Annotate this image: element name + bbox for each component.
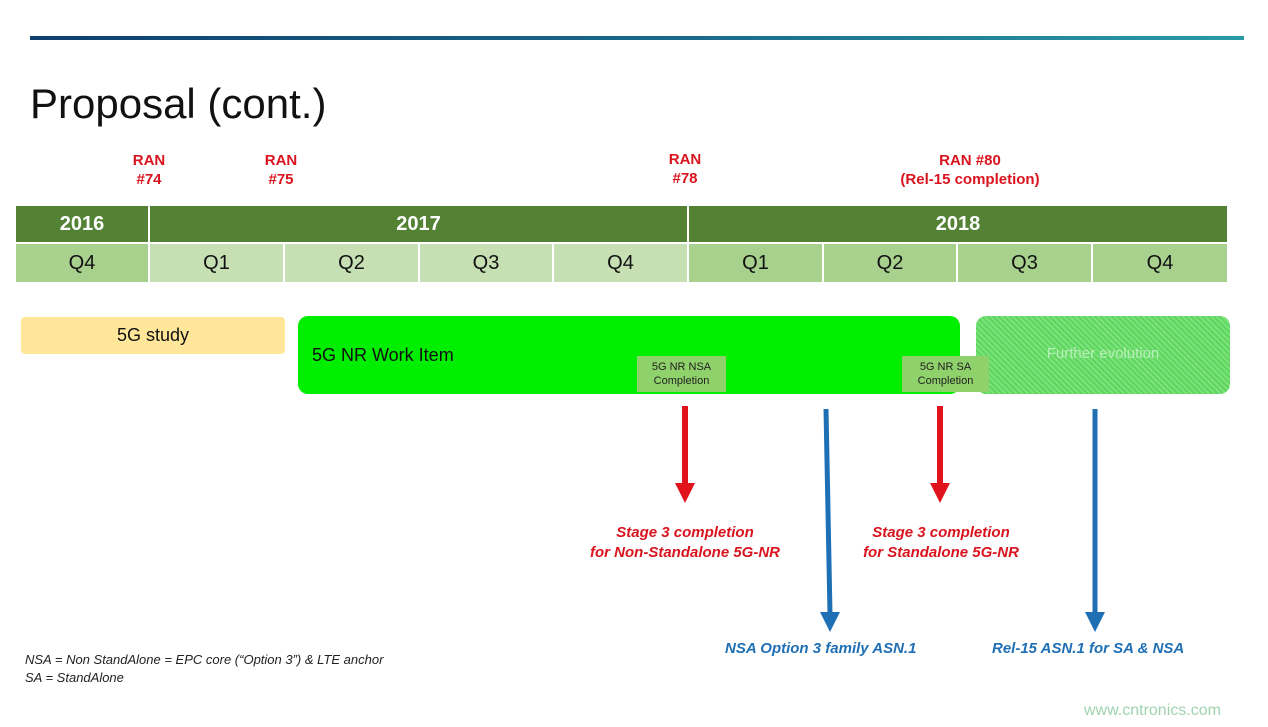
nsa-completion-milestone: 5G NR NSA Completion: [637, 356, 726, 392]
quarter-2017-q4: Q4: [554, 244, 689, 282]
further-evolution-bar: [976, 316, 1230, 394]
quarter-2018-q3: Q3: [958, 244, 1093, 282]
footnote-nsa: NSA = Non StandAlone = EPC core (“Option…: [25, 652, 384, 667]
nr-work-item-bar: [298, 316, 960, 394]
ran-74-label: RAN #74: [120, 151, 178, 189]
stage3-sa-line2: for Standalone 5G-NR: [863, 544, 1019, 561]
footnote-sa: SA = StandAlone: [25, 670, 124, 685]
quarter-2017-q3: Q3: [420, 244, 554, 282]
quarter-2017-q2: Q2: [285, 244, 420, 282]
ran-75-label: RAN #75: [252, 151, 310, 189]
ran-74-line2: #74: [136, 171, 162, 188]
blue-arrow-nsa-asn: [820, 408, 840, 632]
ran-74-line1: RAN: [132, 152, 166, 169]
stage3-sa-label: Stage 3 completion for Standalone 5G-NR: [831, 523, 1051, 563]
year-2016: 2016: [16, 206, 150, 242]
quarter-2018-q1: Q1: [689, 244, 824, 282]
nsa-asn1-label: NSA Option 3 family ASN.1: [725, 640, 917, 657]
nr-work-item-label: 5G NR Work Item: [312, 345, 454, 365]
red-arrow-nsa: [675, 406, 695, 503]
ran-78-line2: #78: [672, 170, 698, 187]
ran-80-label: RAN #80 (Rel-15 completion): [880, 151, 1060, 189]
sa-milestone-line1: 5G NR SA: [919, 361, 972, 373]
ran-80-line1: RAN #80: [939, 152, 1001, 169]
further-evolution-label: Further evolution: [1046, 345, 1160, 362]
quarter-2016-q4: Q4: [16, 244, 150, 282]
blue-arrow-rel15-asn: [1085, 409, 1105, 632]
stage3-nsa-line2: for Non-Standalone 5G-NR: [590, 544, 780, 561]
year-2018: 2018: [689, 206, 1227, 242]
red-arrow-sa: [930, 406, 950, 503]
stage3-nsa-line1: Stage 3 completion: [616, 524, 754, 541]
header-rule: [30, 36, 1244, 40]
sa-completion-milestone: 5G NR SA Completion: [902, 356, 989, 392]
sa-milestone-line2: Completion: [917, 375, 974, 387]
quarter-2017-q1: Q1: [150, 244, 285, 282]
stage3-sa-line1: Stage 3 completion: [872, 524, 1010, 541]
footnote: NSA = Non StandAlone = EPC core (“Option…: [25, 651, 383, 687]
page-title: Proposal (cont.): [30, 80, 327, 127]
watermark: www.cntronics.com: [1084, 702, 1221, 719]
quarter-2018-q2: Q2: [824, 244, 958, 282]
rel15-asn1-label: Rel-15 ASN.1 for SA & NSA: [992, 640, 1185, 657]
5g-study-bar: 5G study: [21, 317, 285, 354]
ran-75-line2: #75: [268, 171, 294, 188]
year-2017: 2017: [150, 206, 689, 242]
ran-78-line1: RAN: [668, 151, 702, 168]
nsa-milestone-line2: Completion: [653, 375, 710, 387]
ran-80-line2: (Rel-15 completion): [900, 171, 1040, 188]
stage3-nsa-label: Stage 3 completion for Non-Standalone 5G…: [560, 523, 810, 563]
ran-78-label: RAN #78: [656, 150, 714, 188]
ran-75-line1: RAN: [264, 152, 298, 169]
nsa-milestone-line1: 5G NR NSA: [651, 361, 712, 373]
quarter-2018-q4: Q4: [1093, 244, 1227, 282]
